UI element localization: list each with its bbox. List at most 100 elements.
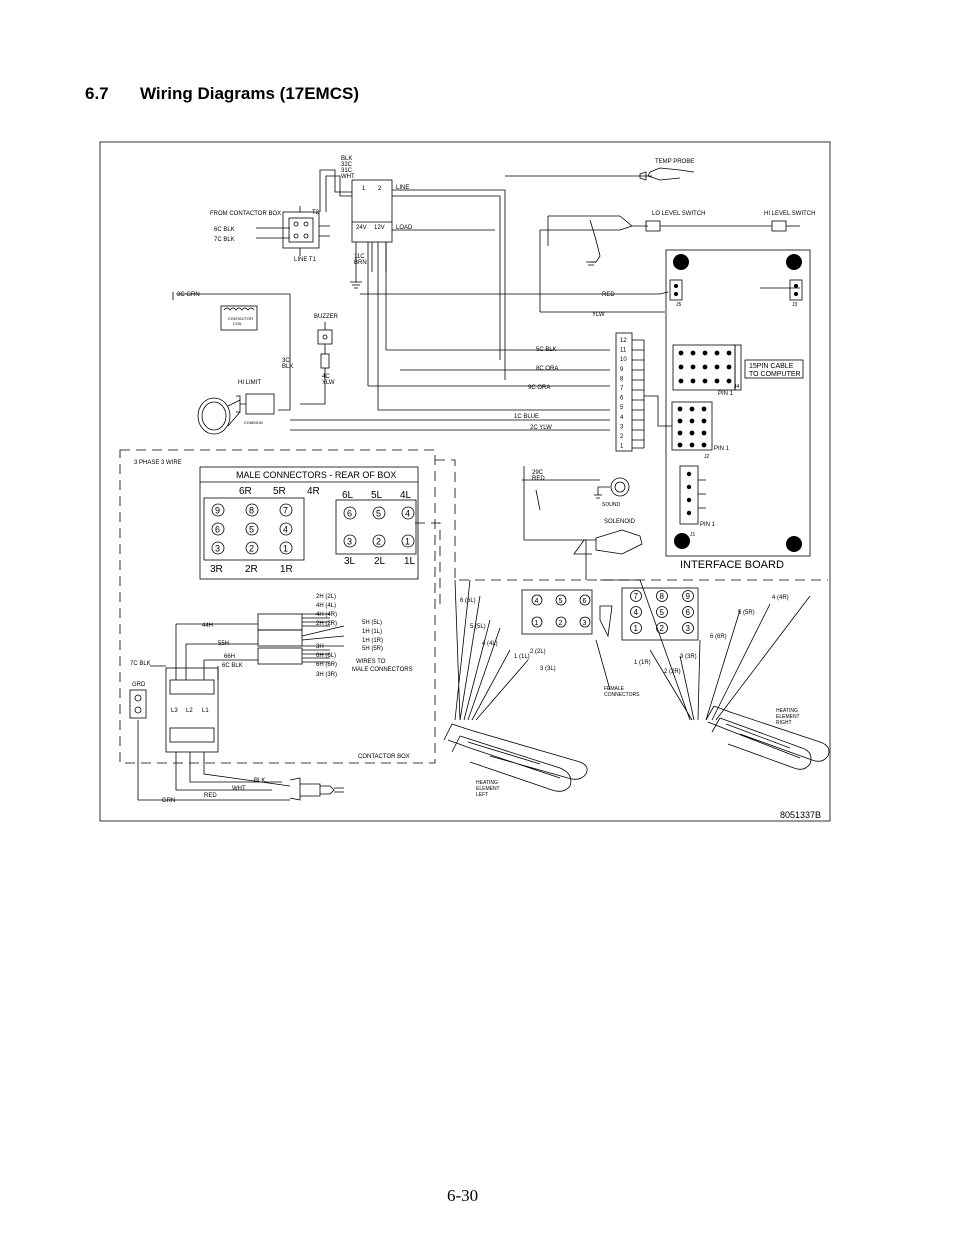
cable-label-1: 15PIN CABLE — [749, 363, 794, 370]
female-left-pin-2 — [555, 616, 567, 628]
female-connector-right — [621, 587, 699, 641]
male-left-pin-4 — [401, 506, 415, 520]
heating-left-2: ELEMENT — [476, 786, 500, 792]
diagram-frame — [99, 141, 831, 822]
hi-limit-wire-1: 3C — [282, 358, 290, 364]
cord-wht: WHT — [232, 786, 246, 792]
j4-pin — [690, 364, 696, 370]
cable-label-2: TO COMPUTER — [749, 371, 801, 378]
female-right-pin-label: 4 — [634, 608, 639, 617]
female-connector-left — [521, 589, 593, 635]
male-connectors-box — [199, 466, 419, 580]
female-right-pin-5 — [656, 606, 668, 618]
jack-j4: J4 — [734, 384, 740, 390]
phase-l1: L1 — [202, 708, 209, 714]
top-wire-label-1: BLK — [341, 156, 352, 162]
wire-6c-blk: 6C BLK — [214, 227, 235, 233]
j4-pin — [690, 350, 696, 356]
male-right-pin-8 — [245, 503, 259, 517]
male-right-pin-label: 4 — [283, 525, 288, 535]
right-female-wire-label: 4 (4R) — [772, 595, 789, 601]
male-right-top-label: 5R — [273, 486, 286, 497]
label-6c-blk: 6C BLK — [222, 663, 243, 669]
buzzer — [317, 329, 333, 345]
solenoid-label: SOLENOID — [604, 519, 636, 525]
female-left-pin-label: 3 — [583, 620, 587, 627]
phase-l2: L2 — [186, 708, 193, 714]
left-female-wire-label: 5 (5L) — [470, 624, 486, 630]
male-left-pin-label: 5 — [376, 509, 381, 519]
female-left-pin-1 — [531, 616, 543, 628]
wire-3c-grn: 3C GRN — [177, 292, 200, 298]
male-right-pin-label: 1 — [283, 544, 288, 554]
female-right-pin-label: 2 — [660, 624, 665, 633]
j2-pin — [677, 442, 683, 448]
harness-pin-8: 8 — [620, 376, 624, 382]
wire-29c-red: RED — [532, 476, 545, 482]
tw-right-8: 3H (3R) — [316, 672, 337, 678]
transformer-load-label: LOAD — [396, 225, 413, 231]
female-left-pin-label: 4 — [535, 598, 539, 605]
pin1-j2: PIN 1 — [714, 446, 730, 452]
male-right-top-label: 6R — [239, 486, 252, 497]
hi-level-switch-label: HI LEVEL SWITCH — [764, 211, 815, 217]
harness-pin-3: 3 — [620, 424, 624, 430]
tw-left-4: 2H (2R) — [316, 621, 337, 627]
contactor-box-outline — [119, 449, 436, 764]
buzzer-label: BUZZER — [314, 314, 339, 320]
j4-pin — [714, 350, 720, 356]
female-left-pin-label: 1 — [535, 620, 539, 627]
top-wire-label-2: 32C — [341, 162, 353, 168]
terminal-strip-1 — [257, 613, 303, 631]
male-right-pin-label: 7 — [283, 506, 288, 516]
heating-right-2: ELEMENT — [776, 714, 800, 720]
lo-level-switch — [645, 220, 661, 232]
male-left-pin-label: 2 — [376, 537, 381, 547]
harness-pin-12: 12 — [620, 338, 627, 344]
female-wire-labels: 6 (6L)5 (5L)4 (4L)1 (1L)2 (2L)3 (3L)4 (4… — [460, 595, 789, 675]
section-number: 6.7 — [85, 84, 109, 103]
male-right-pin-label: 9 — [215, 506, 220, 516]
harness-pin-11: 11 — [620, 348, 627, 354]
female-right-pin-label: 3 — [686, 624, 691, 633]
terminal-strip-3 — [257, 647, 303, 665]
wire-11c: 11C — [354, 254, 365, 260]
male-connectors-title: MALE CONNECTORS - REAR OF BOX — [236, 470, 396, 480]
wire-brn: BRN — [354, 260, 367, 266]
male-left-pin-2 — [372, 534, 386, 548]
j4-pin — [726, 378, 732, 384]
drawing-number: 8051337B — [780, 810, 821, 820]
female-right-pin-1 — [630, 622, 642, 634]
male-left-pin-1 — [401, 534, 415, 548]
heating-element-right — [707, 705, 830, 770]
female-right-pin-label: 1 — [634, 624, 639, 633]
male-right-pin-6 — [211, 522, 225, 536]
label-44h: 44H — [202, 623, 213, 629]
wire-2c-ylw: 2C YLW — [530, 425, 552, 431]
line-t1-label: LINE T1 — [294, 257, 317, 263]
left-female-wire-label: 6 (6L) — [460, 598, 476, 604]
t2-label: T2 — [312, 210, 320, 216]
tw-right-5: 3H — [316, 644, 324, 650]
tw-left-3: 4H (4R) — [316, 612, 337, 618]
j2-connector-pins — [677, 406, 707, 448]
contactor-box-label: CONTACTOR BOX — [358, 754, 410, 760]
interface-board — [665, 249, 811, 557]
j2-pin — [689, 430, 695, 436]
j4-pin — [714, 378, 720, 384]
male-right-pin-label: 5 — [249, 525, 254, 535]
tw-right-4: 5H (5R) — [362, 646, 383, 652]
j4-pin — [678, 378, 684, 384]
male-right-bottom-label: 1R — [280, 564, 293, 575]
male-right-pin-7 — [279, 503, 293, 517]
wire-1c-blue: 1C BLUE — [514, 414, 539, 420]
phase-l3: L3 — [171, 708, 178, 714]
female-right-pin-7 — [630, 590, 642, 602]
wire-9c-ora: 9C ORA — [528, 385, 550, 391]
cord-blk: BLK — [254, 778, 265, 784]
female-connectors-label-1: FEMALE — [604, 686, 625, 692]
right-female-wire-label: 6 (6R) — [710, 634, 727, 640]
